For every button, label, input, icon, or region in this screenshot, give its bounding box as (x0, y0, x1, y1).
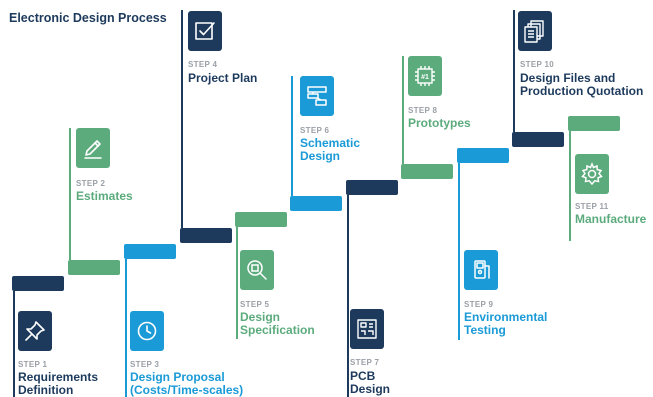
step-8-title: Prototypes (408, 117, 471, 130)
step-2-connector (69, 128, 71, 260)
step-3-bar (124, 244, 176, 259)
step-1-title-line-2: Definition (18, 383, 74, 397)
step-3-connector (125, 259, 127, 397)
step-6-title-line-2: Design (300, 149, 341, 163)
step-11-connector (569, 131, 571, 241)
meter-icon (464, 250, 498, 290)
step-7-label: STEP 7 (350, 358, 380, 367)
step-2-bar (68, 260, 120, 275)
step-9-bar (457, 148, 509, 163)
step-2-title: Estimates (76, 190, 133, 203)
step-1-title: Requirements Definition (18, 371, 98, 397)
step-5-title: Design Specification (240, 311, 315, 337)
magnifier-chip-icon (240, 250, 274, 290)
step-5-label: STEP 5 (240, 300, 270, 309)
step-1-title-line-1: Requirements (18, 370, 99, 384)
step-1-label: STEP 1 (18, 360, 48, 369)
step-11-bar (568, 116, 620, 131)
step-10-bar (512, 132, 564, 147)
step-9-label: STEP 9 (464, 300, 494, 309)
step-3-title-line-1: Design Proposal (130, 370, 225, 384)
step-7-connector (347, 195, 349, 397)
pcb-icon (350, 309, 384, 349)
step-3-title: Design Proposal (Costs/Time-scales) (130, 371, 243, 397)
step-10-title-line-2: Production Quotation (520, 84, 644, 98)
step-9-title-line-2: Testing (464, 323, 506, 337)
step-2-label: STEP 2 (76, 179, 106, 188)
step-9-title-line-1: Environmental (464, 310, 548, 324)
step-6-bar (290, 196, 342, 211)
chip-icon: #1 (408, 56, 442, 96)
step-6-label: STEP 6 (300, 126, 330, 135)
step-7-title-line-1: PCB (350, 369, 376, 383)
step-4-bar (180, 228, 232, 243)
step-4-title: Project Plan (188, 72, 257, 85)
step-11-title: Manufacture (575, 213, 646, 226)
step-8-connector (402, 56, 404, 164)
step-10-title-line-1: Design Files and (520, 71, 616, 85)
step-4-connector (181, 10, 183, 228)
step-10-label: STEP 10 (520, 60, 554, 69)
step-11-title-line-1: Manufacture (575, 212, 647, 226)
documents-icon (518, 11, 552, 51)
step-11-label: STEP 11 (575, 202, 609, 211)
diagram-title: Electronic Design Process (9, 11, 167, 25)
step-7-title-line-2: Design (350, 382, 391, 396)
step-3-title-line-2: (Costs/Time-scales) (130, 383, 244, 397)
step-6-title: Schematic Design (300, 137, 360, 163)
flowchart-icon (300, 76, 334, 116)
step-9-title: Environmental Testing (464, 311, 547, 337)
step-10-connector (513, 10, 515, 132)
step-5-title-line-2: Specification (240, 323, 315, 337)
step-7-title: PCB Design (350, 370, 390, 396)
step-8-title-line-1: Prototypes (408, 116, 471, 130)
gear-icon (575, 154, 609, 194)
step-5-bar (235, 212, 287, 227)
step-4-title-line-1: Project Plan (188, 71, 258, 85)
checkbox-icon (188, 11, 222, 51)
step-10-title: Design Files and Production Quotation (520, 72, 643, 98)
step-7-bar (346, 180, 398, 195)
step-2-title-line-1: Estimates (76, 189, 133, 203)
step-4-label: STEP 4 (188, 60, 218, 69)
step-3-label: STEP 3 (130, 360, 160, 369)
step-6-connector (291, 76, 293, 196)
step-5-connector (236, 227, 238, 339)
step-8-label: STEP 8 (408, 106, 438, 115)
step-1-connector (13, 291, 15, 397)
step-9-connector (458, 163, 460, 340)
step-8-bar (401, 164, 453, 179)
step-1-bar (12, 276, 64, 291)
pencil-icon (76, 128, 110, 168)
clock-icon (130, 311, 164, 351)
pin-icon (18, 311, 52, 351)
step-5-title-line-1: Design (240, 310, 281, 324)
step-6-title-line-1: Schematic (300, 136, 361, 150)
chip-label: #1 (421, 74, 429, 81)
